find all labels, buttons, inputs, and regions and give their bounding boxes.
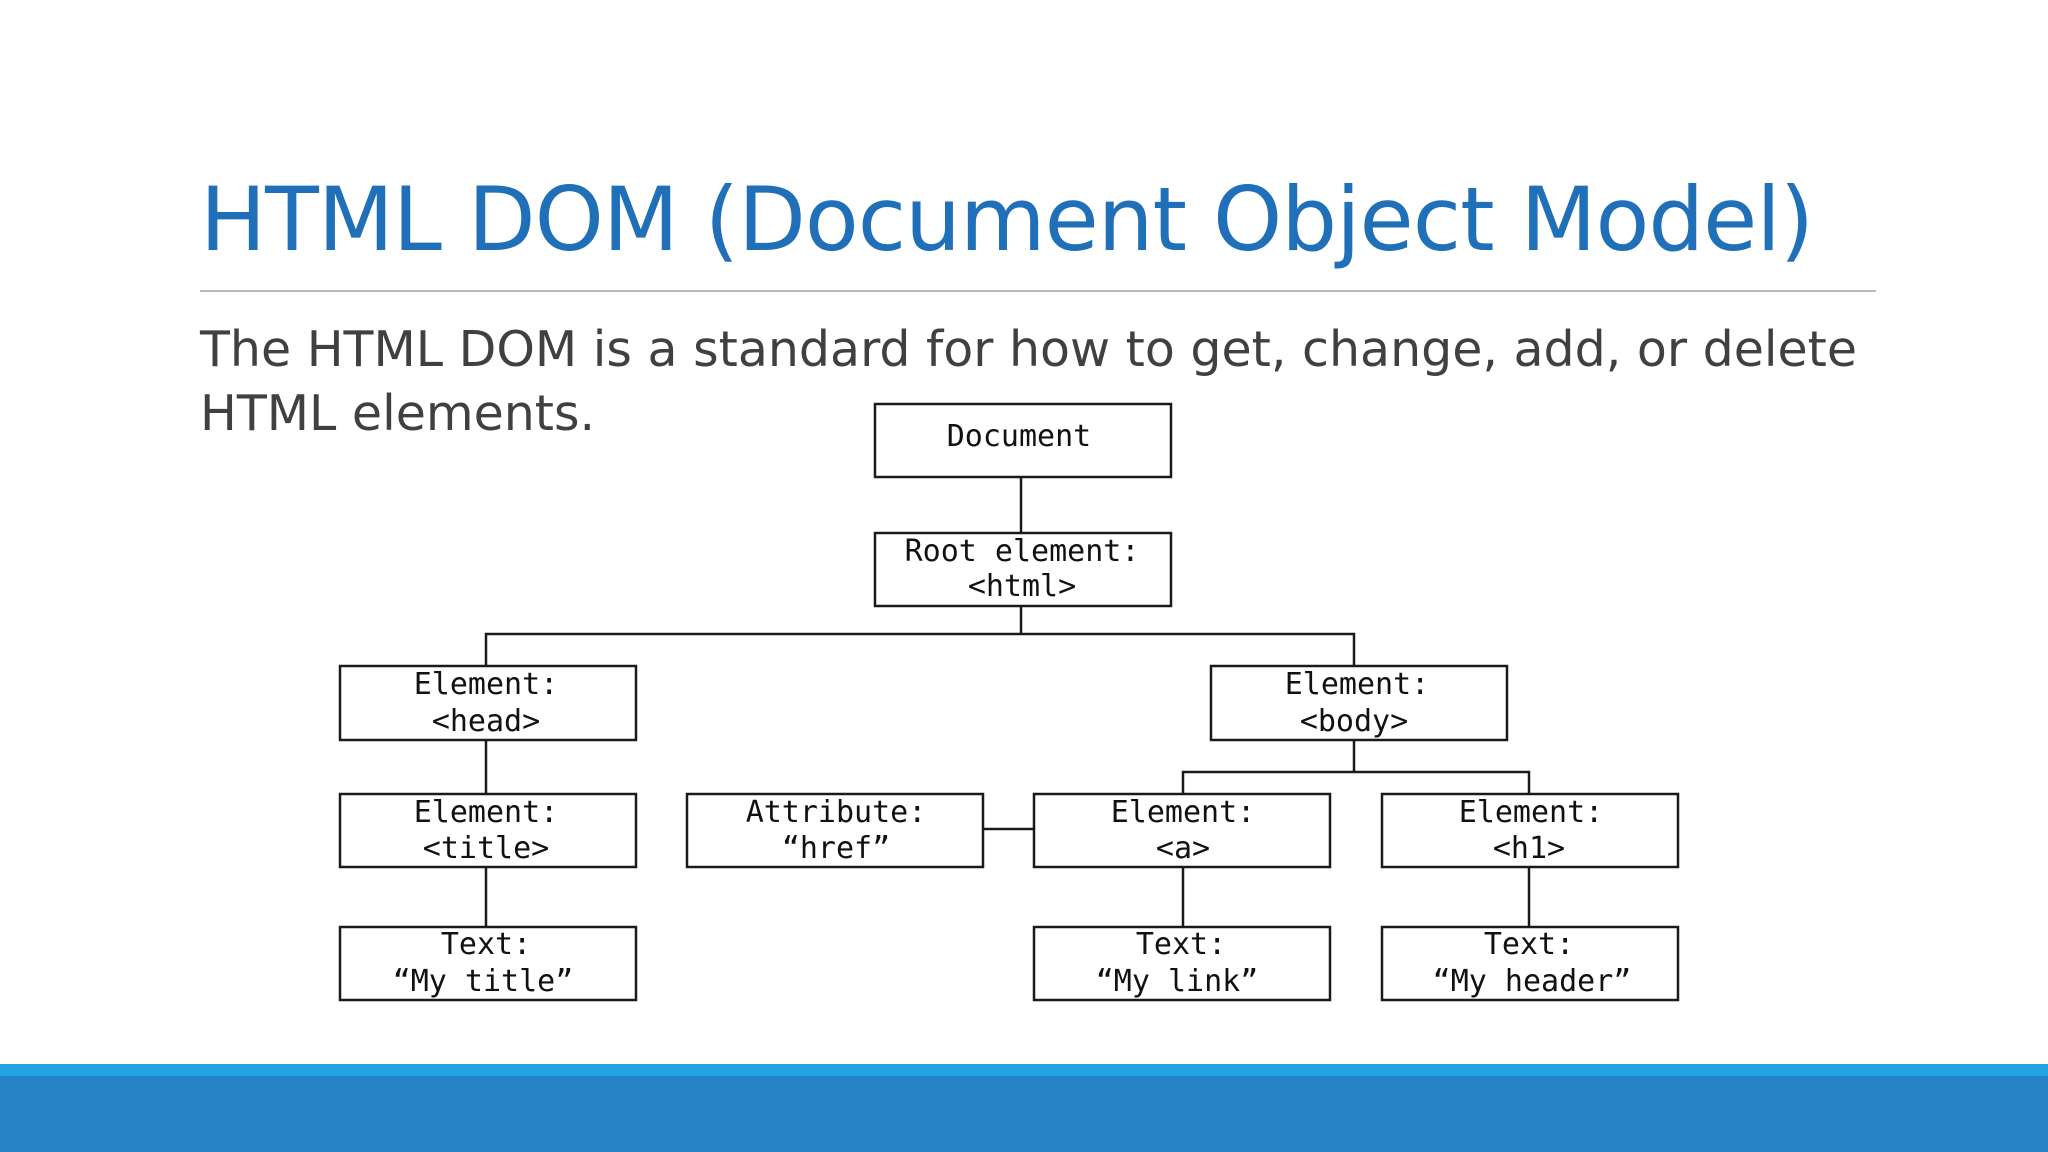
connector-root-children <box>484 632 1356 666</box>
node-head-element-label: Element: <box>414 667 559 702</box>
node-text-my-header-value: “My header” <box>1433 964 1632 999</box>
node-a-element-tag: <a> <box>1156 831 1210 866</box>
node-title-element: Element: <title> <box>338 792 638 869</box>
node-text-my-link-value: “My link” <box>1096 964 1259 999</box>
node-body-element: Element: <body> <box>1209 664 1509 742</box>
node-document-label: Document <box>947 419 1092 454</box>
node-root-element-box <box>873 531 1173 608</box>
node-body-element-label: Element: <box>1285 667 1430 702</box>
connector-body-children <box>1181 770 1531 794</box>
node-title-element-box <box>338 792 638 869</box>
node-body-element-tag: <body> <box>1300 704 1408 739</box>
node-document: Document <box>873 402 1173 479</box>
node-text-my-title-label: Text: <box>441 927 531 962</box>
node-text-my-header-label: Text: <box>1484 927 1574 962</box>
node-h1-element: Element: <h1> <box>1380 792 1680 869</box>
slide-title: HTML DOM (Document Object Model) <box>200 168 1814 271</box>
node-root-element-label: Root element: <box>905 534 1140 569</box>
node-a-element: Element: <a> <box>1032 792 1332 869</box>
node-text-my-header: Text: “My header” <box>1380 925 1680 1002</box>
node-href-attribute: Attribute: “href” <box>685 792 985 869</box>
node-a-element-box <box>1032 792 1332 869</box>
node-head-element-tag: <head> <box>432 704 540 739</box>
node-head-element: Element: <head> <box>338 664 638 742</box>
node-a-element-label: Element: <box>1111 795 1256 830</box>
node-href-attribute-label: Attribute: <box>746 795 927 830</box>
node-text-my-header-box <box>1380 925 1680 1002</box>
node-root-element-tag: <html> <box>968 569 1076 604</box>
node-h1-element-tag: <h1> <box>1493 831 1565 866</box>
node-document-box <box>873 402 1173 479</box>
node-title-element-label: Element: <box>414 795 559 830</box>
node-head-element-box <box>338 664 638 742</box>
node-text-my-link-box <box>1032 925 1332 1002</box>
node-href-attribute-box <box>685 792 985 869</box>
node-h1-element-box <box>1380 792 1680 869</box>
title-divider <box>200 290 1876 292</box>
body-line-1: The HTML DOM is a standard for how to ge… <box>200 321 1857 378</box>
node-text-my-title: Text: “My title” <box>338 925 638 1002</box>
node-text-my-title-box <box>338 925 638 1002</box>
node-href-attribute-value: “href” <box>782 831 890 866</box>
footer-bar <box>0 1076 2048 1152</box>
footer-accent-stripe <box>0 1064 2048 1076</box>
node-text-my-link-label: Text: <box>1136 927 1226 962</box>
node-h1-element-label: Element: <box>1459 795 1604 830</box>
slide-body-text: The HTML DOM is a standard for how to ge… <box>200 318 1900 446</box>
node-text-my-link: Text: “My link” <box>1032 925 1332 1002</box>
node-body-element-box <box>1209 664 1509 742</box>
node-title-element-tag: <title> <box>423 831 549 866</box>
node-text-my-title-value: “My title” <box>393 964 574 999</box>
node-root-element: Root element: <html> <box>873 531 1173 608</box>
body-line-2: HTML elements. <box>200 385 596 442</box>
tree-connectors <box>484 477 1531 927</box>
